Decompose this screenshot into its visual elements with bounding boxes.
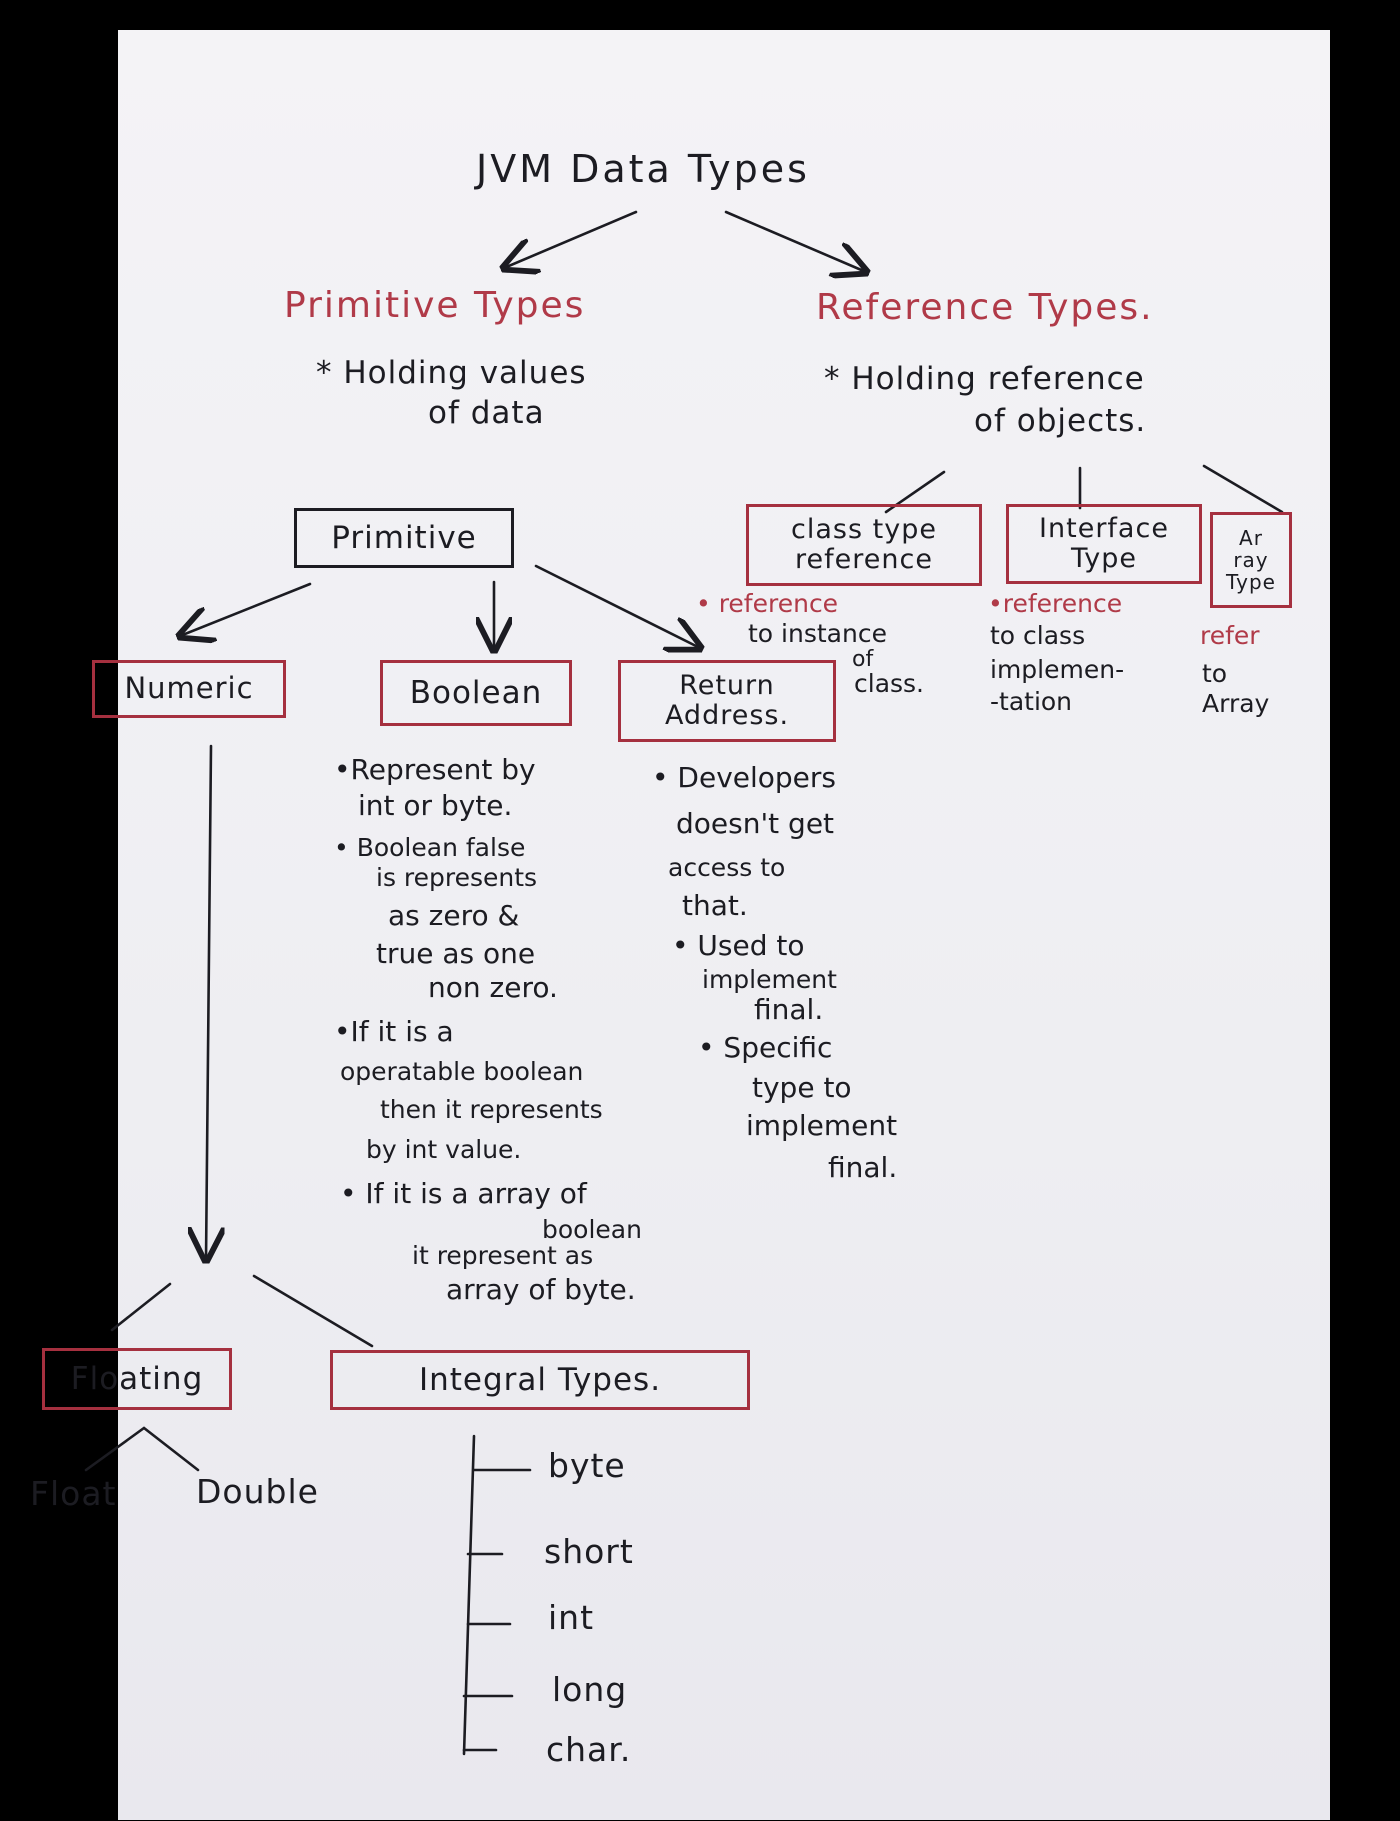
boolean-note-9: operatable boolean xyxy=(340,1057,584,1086)
return-address-note-11: final. xyxy=(828,1151,898,1184)
primitive-types-desc-line1: * Holding values xyxy=(316,355,587,391)
numeric-box: Numeric xyxy=(92,660,286,718)
primitive-types-heading: Primitive Types xyxy=(284,285,586,326)
array-type-box: Ar ray Type xyxy=(1210,512,1292,608)
return-address-note-9: type to xyxy=(752,1071,852,1104)
return-address-note-8: • Specific xyxy=(698,1031,833,1064)
diagram-title: JVM Data Types xyxy=(476,147,810,191)
interface-type-box: Interface Type xyxy=(1006,504,1202,584)
boolean-note-2: int or byte. xyxy=(358,789,513,822)
boolean-note-5: as zero & xyxy=(388,899,520,932)
double-leaf: Double xyxy=(196,1472,319,1511)
return-address-note-3: access to xyxy=(668,853,786,882)
array-type-note-line3: Array xyxy=(1202,689,1270,718)
float-leaf: Float xyxy=(30,1474,117,1513)
primitive-types-desc-line2: of data xyxy=(428,395,545,431)
boolean-note-3: • Boolean false xyxy=(334,833,526,862)
boolean-note-11: by int value. xyxy=(366,1135,522,1164)
primitive-box: Primitive xyxy=(294,508,514,568)
interface-type-note-line1: •reference xyxy=(988,589,1123,618)
return-address-note-5: • Used to xyxy=(672,929,805,962)
class-type-reference-box: class type reference xyxy=(746,504,982,586)
boolean-note-10: then it represents xyxy=(380,1095,603,1124)
return-address-note-10: implement xyxy=(746,1109,898,1142)
boolean-note-12: • If it is a array of xyxy=(340,1177,587,1210)
interface-type-note-line4: -tation xyxy=(990,687,1073,716)
class-type-note-line1: • reference xyxy=(696,589,839,618)
paper-sheet xyxy=(118,30,1330,1820)
reference-types-heading: Reference Types. xyxy=(816,287,1154,328)
reference-types-desc-line2: of objects. xyxy=(974,403,1147,439)
boolean-note-15: array of byte. xyxy=(446,1273,636,1306)
return-address-box: Return Address. xyxy=(618,660,836,742)
short-leaf: short xyxy=(544,1532,634,1571)
class-type-note-line3: of xyxy=(852,647,874,672)
long-leaf: long xyxy=(552,1670,628,1709)
return-address-note-1: • Developers xyxy=(652,761,837,794)
integral-types-box: Integral Types. xyxy=(330,1350,750,1410)
boolean-note-7: non zero. xyxy=(428,971,558,1004)
return-address-note-4: that. xyxy=(682,889,748,922)
boolean-note-4: is represents xyxy=(376,863,538,892)
boolean-note-8: •If it is a xyxy=(334,1015,454,1048)
array-type-note-line1: refer xyxy=(1200,621,1260,650)
return-address-note-7: final. xyxy=(754,993,824,1026)
return-address-note-6: implement xyxy=(702,965,837,994)
return-address-note-2: doesn't get xyxy=(676,807,835,840)
reference-types-desc-line1: * Holding reference xyxy=(824,361,1145,397)
boolean-note-14: it represent as xyxy=(412,1241,594,1270)
char-leaf: char. xyxy=(546,1730,632,1769)
boolean-note-1: •Represent by xyxy=(334,753,536,786)
int-leaf: int xyxy=(548,1598,595,1637)
boolean-note-6: true as one xyxy=(376,937,536,970)
floating-box: Floating xyxy=(42,1348,232,1410)
byte-leaf: byte xyxy=(548,1446,626,1485)
class-type-note-line4: class. xyxy=(854,669,925,698)
boolean-box: Boolean xyxy=(380,660,572,726)
array-type-note-line2: to xyxy=(1202,659,1228,688)
interface-type-note-line2: to class xyxy=(990,621,1086,650)
class-type-note-line2: to instance xyxy=(748,619,887,648)
boolean-note-13: boolean xyxy=(542,1215,642,1244)
interface-type-note-line3: implemen- xyxy=(990,655,1125,684)
